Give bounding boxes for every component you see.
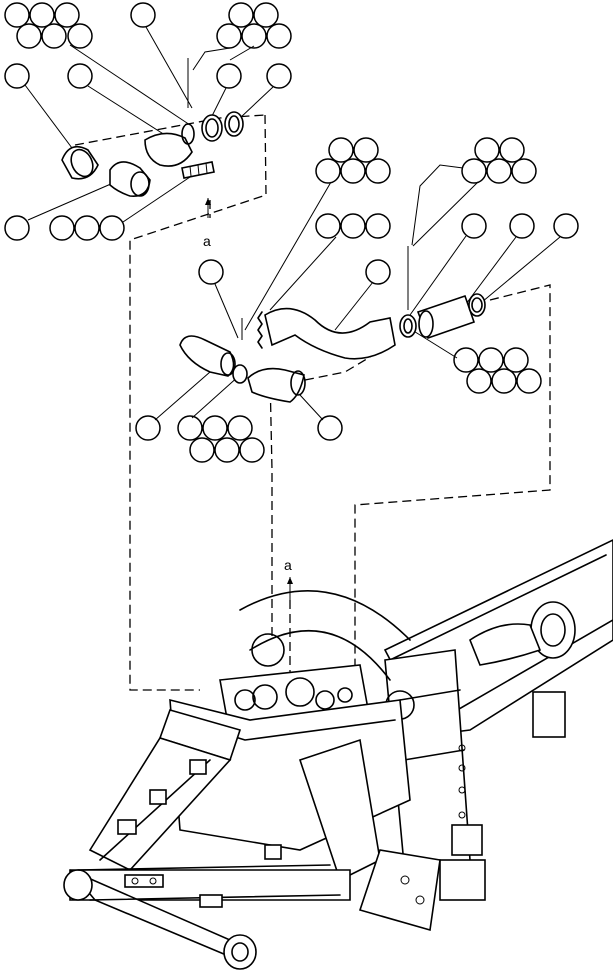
callout-bubble — [177, 415, 203, 441]
callout-bubble — [216, 23, 242, 49]
callout-bubble — [453, 347, 479, 373]
callout-bubble — [503, 347, 529, 373]
callout-bubble — [239, 437, 265, 463]
callout-bubble — [315, 158, 341, 184]
callout-bubble — [478, 347, 504, 373]
callout-bubble — [365, 259, 391, 285]
callout-bubble — [135, 415, 161, 441]
callout-bubble — [253, 2, 279, 28]
callout-bubble — [54, 2, 80, 28]
callout-bubble — [365, 213, 391, 239]
callout-bubble — [499, 137, 525, 163]
callout-bubble — [4, 215, 30, 241]
callout-bubble — [491, 368, 517, 394]
callout-bubble — [41, 23, 67, 49]
callout-bubble — [228, 2, 254, 28]
callout-bubble — [189, 437, 215, 463]
callout-bubble — [198, 259, 224, 285]
callout-bubble — [353, 137, 379, 163]
callout-bubble — [340, 213, 366, 239]
callout-bubble — [214, 437, 240, 463]
middle-hose-group — [179, 307, 396, 403]
callout-bubble — [340, 158, 366, 184]
callout-bubble — [317, 415, 343, 441]
machine-frame — [63, 539, 613, 970]
ref-label-upper: a — [203, 233, 211, 249]
leader-lines — [24, 26, 561, 421]
callout-bubble — [49, 215, 75, 241]
callout-bubble — [4, 2, 30, 28]
callout-bubble — [553, 213, 579, 239]
callout-bubble — [74, 215, 100, 241]
callout-bubble — [130, 2, 156, 28]
callout-bubble — [241, 23, 267, 49]
callout-bubble — [216, 63, 242, 89]
callout-bubble — [29, 2, 55, 28]
callout-bubble — [474, 137, 500, 163]
callout-bubble — [516, 368, 542, 394]
callout-bubble — [16, 23, 42, 49]
callout-bubble — [227, 415, 253, 441]
callout-bubble — [486, 158, 512, 184]
callout-bubble — [67, 23, 93, 49]
callout-bubble — [266, 63, 292, 89]
callout-bubble — [461, 213, 487, 239]
callout-bubble — [509, 213, 535, 239]
ref-label-chassis: a — [284, 557, 292, 573]
callout-bubble — [328, 137, 354, 163]
callout-bubble — [315, 213, 341, 239]
reference-arrows: a a — [187, 58, 409, 605]
callout-bubble — [511, 158, 537, 184]
callout-bubble — [67, 63, 93, 89]
callout-bubble — [365, 158, 391, 184]
callout-bubble — [266, 23, 292, 49]
callout-bubble — [202, 415, 228, 441]
callout-bubble — [4, 63, 30, 89]
callout-bubble — [99, 215, 125, 241]
upper-hose-group — [61, 111, 244, 197]
right-hose-group — [399, 293, 486, 340]
callout-bubble — [466, 368, 492, 394]
callout-bubbles — [4, 2, 579, 463]
callout-bubble — [461, 158, 487, 184]
